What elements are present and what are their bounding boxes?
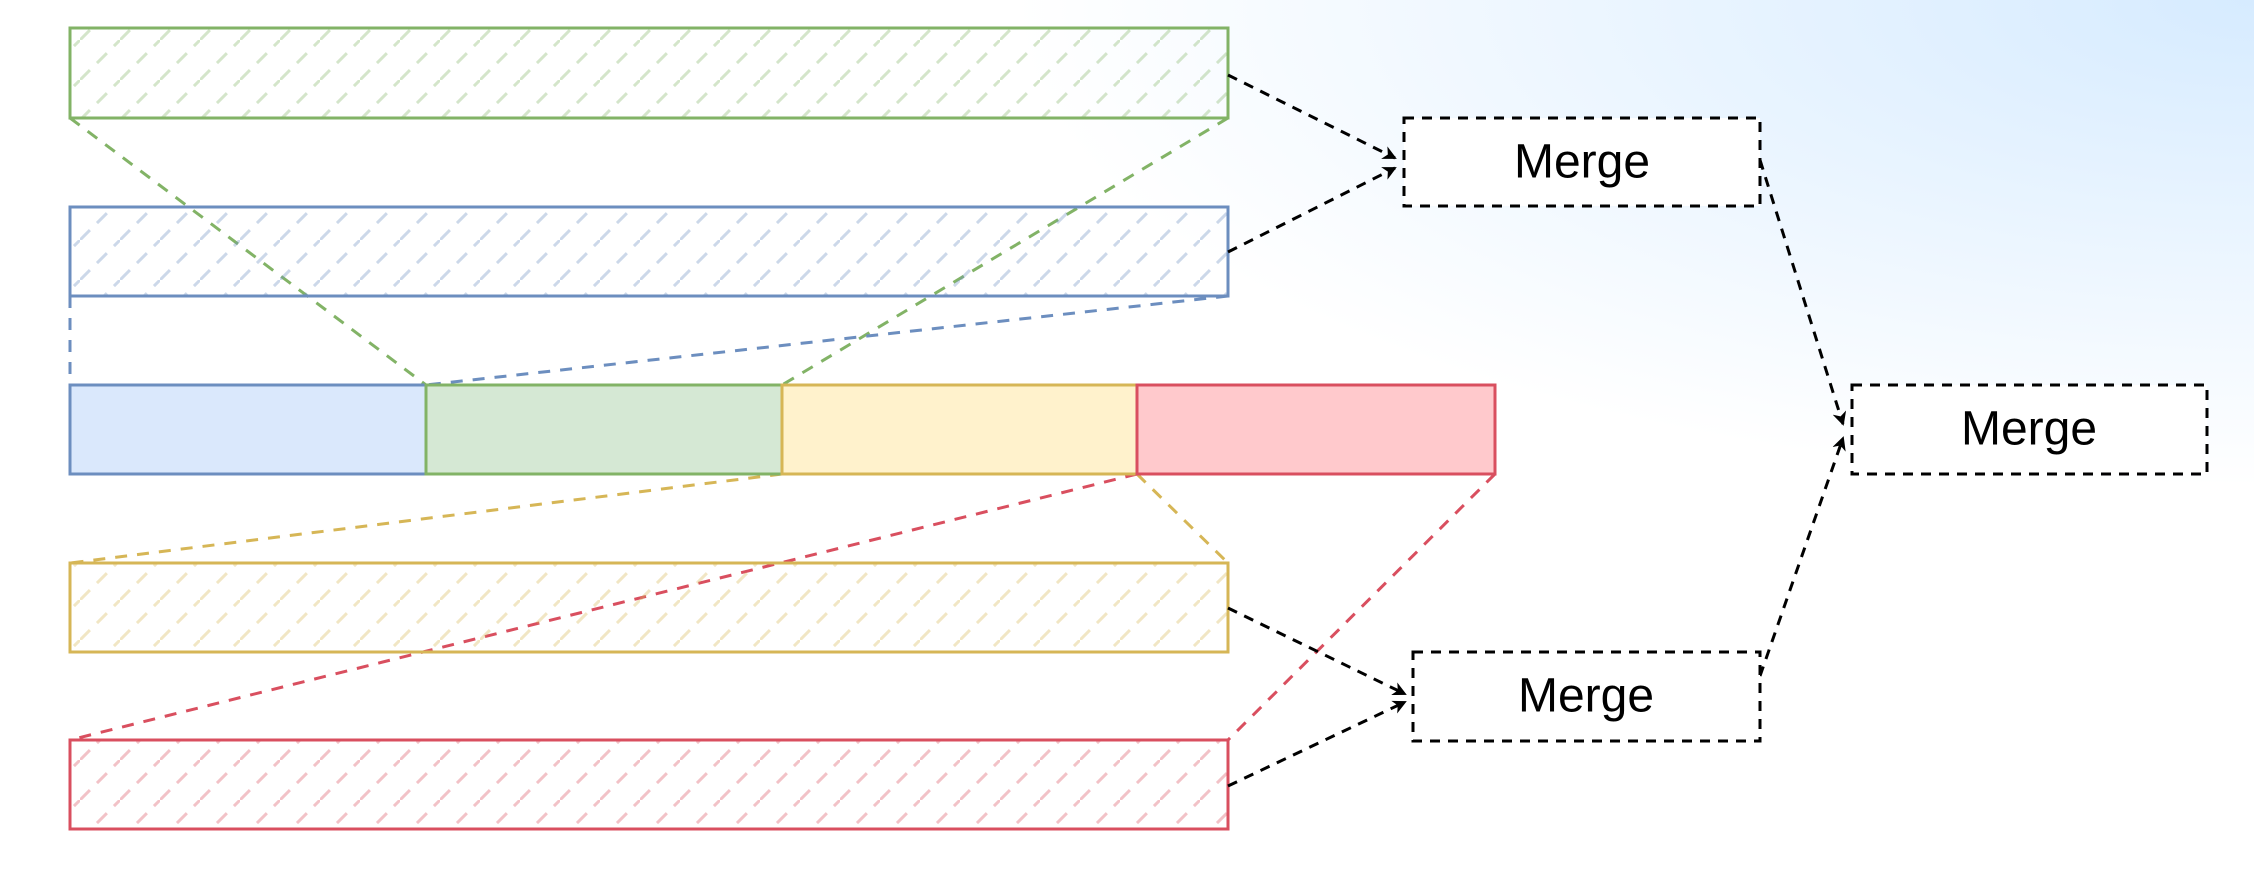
red-partition [68,738,1230,831]
green-segment [424,383,784,476]
yellow-to-merge-arrow [1227,606,1407,696]
blue-to-merge-arrow [1227,166,1397,254]
yellow-projection-left [69,472,783,565]
merge-final-box [1850,383,2209,476]
yellow-segment [780,383,1139,476]
merge-top-node: Merge [1402,116,1762,208]
merge-final-label: Merge [1961,403,2097,456]
source-array [68,383,1497,476]
yellow-partition [68,561,1230,654]
green-partition [68,26,1230,120]
red-segment [1135,383,1497,476]
red-projection-left [69,472,1138,742]
merge-bottom-box [1411,650,1762,743]
merge-final-node: Merge [1850,383,2209,476]
green-to-merge-arrow [1227,73,1397,160]
blue-segment [68,383,428,476]
merge-top-label: Merge [1514,136,1650,189]
merge-bottom-node: Merge [1411,650,1762,743]
red-projection-right [1226,472,1497,742]
merge-top-box [1402,116,1762,208]
blue-projection-right [425,294,1229,387]
blue-partition [68,205,1230,298]
bottom-merge-to-final-arrow [1758,436,1846,677]
red-to-merge-arrow [1227,700,1407,788]
merge-bottom-label: Merge [1518,670,1654,723]
